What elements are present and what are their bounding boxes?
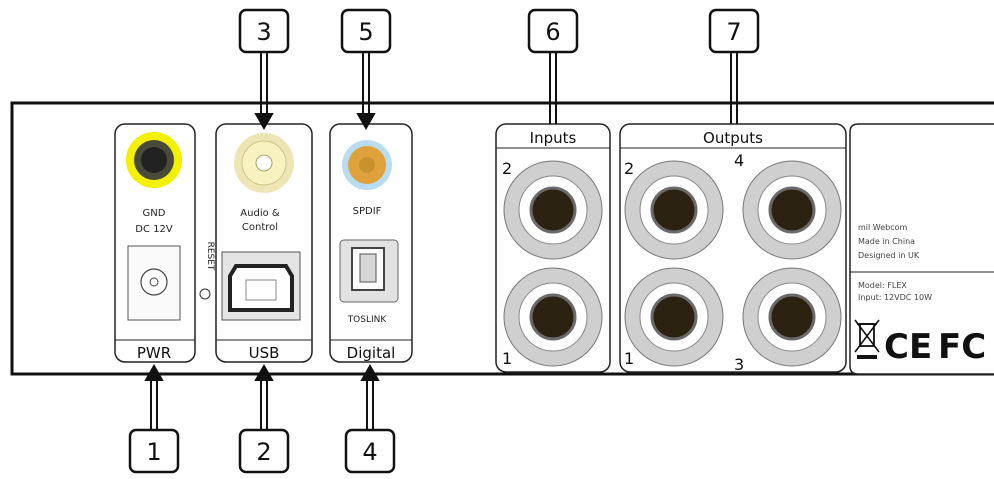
- toslink-label: TOSLINK: [347, 315, 388, 325]
- usb-section: Audio & Control USB: [215, 123, 313, 363]
- callout-arrows: [144, 52, 738, 430]
- rating-label-box: [849, 123, 994, 375]
- input-1-number: 1: [502, 349, 512, 368]
- callout-3: 3: [238, 8, 290, 54]
- callout-6: 6: [527, 8, 579, 54]
- callout-3-arrowhead: [254, 113, 274, 131]
- toslink-core: [359, 253, 377, 283]
- outputs-section: Outputs 2 4 1 3: [619, 123, 847, 374]
- output-2-number: 2: [624, 159, 634, 178]
- callout-5: 5: [340, 8, 392, 54]
- callout-7: 7: [708, 8, 760, 54]
- output-jack-3: [742, 267, 842, 367]
- output-1-number: 1: [624, 349, 634, 368]
- callout-2-arrowhead: [254, 363, 274, 381]
- reset-label: RESET: [205, 242, 215, 271]
- input-jack-1: [503, 267, 603, 367]
- input-rating-line: Input: 12VDC 10W: [858, 293, 932, 302]
- usb-b-tongue: [245, 279, 277, 301]
- dc-jack-pin: [149, 277, 159, 287]
- brand-line: mil Webcom: [858, 223, 908, 232]
- gnd-label: GND: [143, 208, 166, 219]
- spdif-label: SPDIF: [353, 206, 382, 217]
- callout-4-number: 4: [362, 438, 377, 466]
- reset-button: [199, 288, 211, 300]
- pwr-section: GND DC 12V PWR RESET: [114, 123, 215, 363]
- input-2-number: 2: [502, 159, 512, 178]
- digital-title: Digital: [347, 344, 396, 362]
- gnd-terminal-hole: [141, 147, 167, 173]
- spdif-pin: [359, 157, 375, 173]
- callout-5-arrowhead: [356, 113, 376, 131]
- pwr-title: PWR: [137, 344, 171, 362]
- inputs-section: Inputs 2 1: [495, 123, 611, 373]
- output-3-number: 3: [734, 355, 744, 374]
- dc-label: DC 12V: [135, 224, 173, 235]
- chassis-outline: [10, 101, 994, 376]
- output-4-number: 4: [734, 151, 744, 170]
- rca-pin: [255, 154, 273, 172]
- callout-1-number: 1: [146, 438, 161, 466]
- callout-4-arrowhead: [360, 363, 380, 381]
- callout-2-number: 2: [256, 438, 271, 466]
- inputs-title: Inputs: [530, 129, 577, 147]
- input-jack-2: [503, 160, 603, 260]
- audio-label-2: Control: [242, 222, 278, 233]
- made-in-line: Made in China: [858, 237, 915, 246]
- callout-5-number: 5: [358, 18, 373, 46]
- callout-1: 1: [128, 428, 180, 474]
- output-jack-1: [624, 267, 724, 367]
- audio-label-1: Audio &: [240, 208, 280, 219]
- rating-label: mil Webcom Made in China Designed in UK …: [849, 123, 994, 375]
- output-jack-4: [742, 160, 842, 260]
- digital-section: SPDIF TOSLINK Digital: [329, 123, 413, 363]
- outputs-title: Outputs: [703, 129, 763, 147]
- output-jack-2: [624, 160, 724, 260]
- callout-1-arrowhead: [144, 363, 164, 381]
- weee-bin-icon: [854, 319, 880, 359]
- callout-2: 2: [238, 428, 290, 474]
- model-line: Model: FLEX: [858, 281, 907, 290]
- callout-3-number: 3: [256, 18, 271, 46]
- designed-in-line: Designed in UK: [858, 251, 920, 260]
- callout-7-number: 7: [726, 18, 741, 46]
- callout-4: 4: [344, 428, 396, 474]
- usb-title: USB: [249, 344, 280, 362]
- fcc-mark: FC: [938, 327, 986, 367]
- callout-6-number: 6: [545, 18, 560, 46]
- ce-mark: CE: [884, 327, 932, 367]
